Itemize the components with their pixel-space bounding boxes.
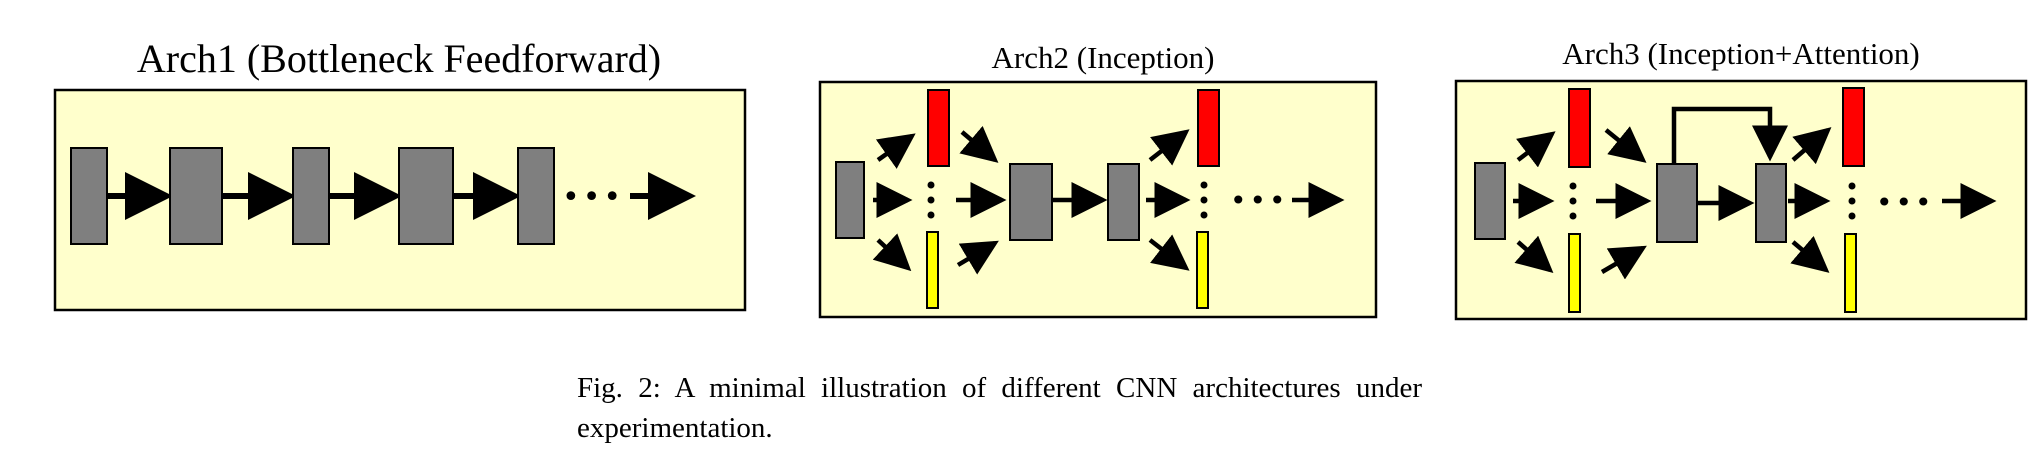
arch2-ellipsis: ••• [1230, 184, 1289, 217]
arch3-m2-yellow-branch [1844, 233, 1857, 313]
arch3-skip-connection [1671, 106, 1788, 164]
arch3-m2-arrow-up [1791, 127, 1832, 165]
arch2-title: Arch2 (Inception) [992, 40, 1215, 75]
arch3-m1-red-branch [1568, 88, 1591, 168]
arch3-title: Arch3 (Inception+Attention) [1562, 36, 1920, 71]
arch3-m1-yellow-branch [1568, 233, 1581, 313]
arch2-concat-layer [1009, 163, 1053, 241]
arch2-m1-red-branch [927, 89, 950, 167]
arch2-m1-dot [927, 181, 935, 189]
arch2-m2-arrow-up [1148, 129, 1190, 166]
figure-caption: Fig. 2: A minimal illustration of differ… [577, 372, 1422, 444]
arch3-m2-dot [1848, 197, 1856, 205]
arch3-m1-arrow-down [1514, 235, 1554, 273]
arch3-panel: Arch3 (Inception+Attention) ••• [1454, 36, 2028, 321]
arch2-panel: Arch2 (Inception) ••• [818, 40, 1378, 319]
arch2-input-layer [835, 161, 865, 239]
arch2-m1-arrow-up [875, 133, 916, 169]
arch3-input-layer [1474, 162, 1506, 240]
arch1-layer-4 [398, 147, 454, 245]
arch2-m1-dot [927, 211, 935, 219]
arch2-m1-join-up [959, 125, 999, 163]
arch2-m1-arrow-down [872, 233, 912, 272]
arch1-title: Arch1 (Bottleneck Feedforward) [137, 36, 661, 81]
arch3-m2-dot [1848, 182, 1856, 190]
arch1-layer-5 [517, 147, 555, 245]
arch1-layer-3 [292, 147, 330, 245]
arch3-ellipsis: ••• [1876, 186, 1935, 219]
arch3-m2-red-branch [1842, 87, 1865, 167]
arch3-m1-dot [1569, 197, 1577, 205]
arch2-m1-join-down [956, 240, 999, 275]
arch2-m2-dot [1200, 211, 1208, 219]
arch1-panel: Arch1 (Bottleneck Feedforward) ••• [53, 36, 747, 312]
arch3-m2-arrow-down [1790, 235, 1830, 273]
arch3-m1-dot [1569, 182, 1577, 190]
arch2-m2-red-branch [1197, 89, 1220, 167]
arch1-layer-1 [70, 147, 108, 245]
arch1-layer-2 [169, 147, 223, 245]
arch3-m1-join-down [1600, 245, 1647, 280]
arch3-concat-layer [1656, 163, 1698, 243]
arch3-m1-arrow-up [1516, 131, 1556, 168]
arch3-m2-dot [1848, 212, 1856, 220]
arch2-layer [1107, 163, 1140, 241]
arch3-m1-dot [1569, 212, 1577, 220]
arch2-m2-arrow-down [1148, 234, 1190, 271]
arch1-ellipsis: ••• [562, 180, 624, 215]
arch2-m1-dot [927, 196, 935, 204]
arch2-m1-yellow-branch [926, 231, 939, 309]
arch3-attention-layer [1755, 163, 1787, 243]
arch3-m1-join-up [1604, 126, 1647, 163]
arch2-m2-yellow-branch [1196, 231, 1209, 309]
arch2-m2-dot [1200, 181, 1208, 189]
arch2-m2-dot [1200, 196, 1208, 204]
